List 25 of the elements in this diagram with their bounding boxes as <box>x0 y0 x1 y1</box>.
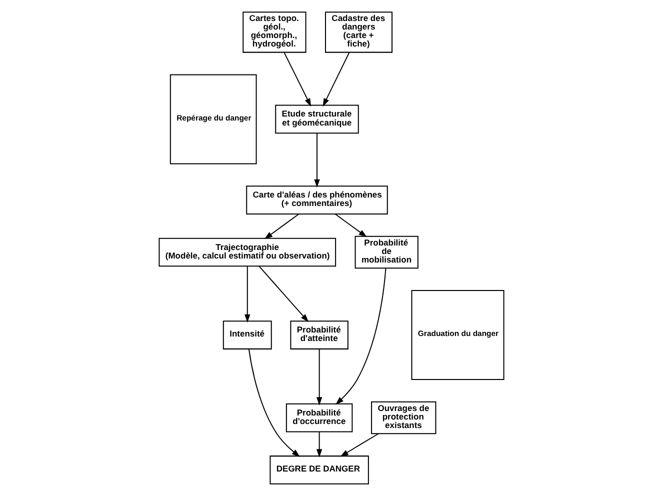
arrow <box>316 348 322 405</box>
arrow <box>334 213 366 237</box>
arrow <box>283 52 311 106</box>
arrow <box>314 132 320 188</box>
node-box: Carte d'aléas / des phénomènes (+ commentaires) <box>246 185 388 214</box>
arrow <box>340 432 378 456</box>
arrow <box>316 431 322 457</box>
arrow <box>322 52 350 106</box>
node-box: Ouvrages de protection existants <box>370 400 436 434</box>
node-box: Graduation du danger <box>410 290 504 380</box>
arrow <box>244 266 250 322</box>
node-box: Intensité <box>222 320 272 349</box>
arrow <box>248 348 300 456</box>
node-box: Trajectographie (Modèle, calcul estimatif ou observation) <box>158 237 336 266</box>
arrow <box>335 268 386 404</box>
arrow <box>258 265 308 322</box>
node-box: Repérage du danger <box>169 74 256 164</box>
node-box: Probabilité de mobilisation <box>354 235 418 268</box>
node-box: DEGRE DE DANGER <box>269 455 368 484</box>
node-box: Probabilité d'occurrence <box>285 402 352 432</box>
node-box: Etude structurale et géomécanique <box>274 104 358 134</box>
node-box: Cartes topo. géol., géomorph., hydrogéol. <box>242 11 306 52</box>
node-box: Cadastre des dangers (carte + fiche) <box>324 11 392 52</box>
arrow <box>264 213 298 239</box>
node-box: Probabilité d'atteinte <box>290 320 348 349</box>
